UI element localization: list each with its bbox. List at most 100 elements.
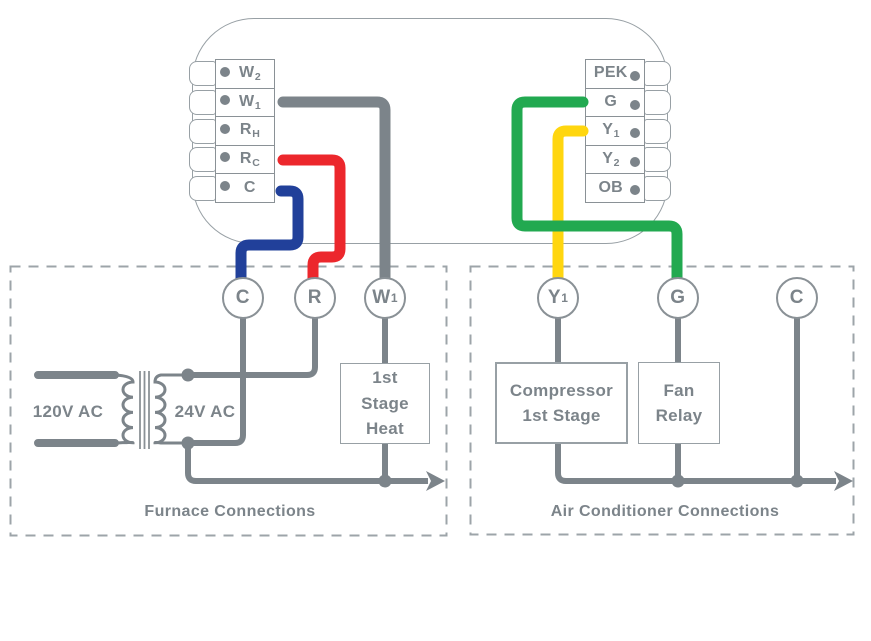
- first-stage-heat-box: 1st Stage Heat: [340, 363, 430, 444]
- junction-dot: [671, 474, 685, 488]
- terminal-screw: [630, 99, 640, 110]
- hookup-wire-r-red: [277, 154, 346, 289]
- hookup-wire-y1-yellow: [552, 125, 589, 289]
- terminal-screw: [220, 66, 230, 77]
- transformer-core: [139, 371, 150, 449]
- terminal-label: Y1: [602, 121, 620, 140]
- node-c-ac: C: [776, 277, 818, 319]
- terminal-screw: [630, 71, 640, 81]
- primary-voltage-label: 120V AC: [32, 402, 104, 421]
- node-g-ac: G: [657, 277, 699, 319]
- junction-dot: [181, 368, 195, 382]
- terminal-screw: [220, 95, 230, 106]
- label-text: Y: [602, 150, 614, 168]
- hookup-wire-w1-gray: [277, 96, 391, 289]
- label-text: R: [239, 121, 252, 139]
- wire-c-to-24v-common: [188, 318, 246, 446]
- ac-section-title: Air Conditioner Connections: [550, 503, 780, 520]
- box-line: Stage: [361, 393, 409, 413]
- label-text: W: [238, 64, 255, 82]
- label-text: R: [239, 150, 252, 168]
- wire-24v-hot-to-r: [188, 318, 318, 378]
- terminal-row-c: C: [216, 173, 274, 202]
- terminal-row-w2: W2: [216, 60, 274, 88]
- arrowhead-right: [834, 471, 853, 491]
- terminal-row-g: G: [586, 87, 644, 117]
- terminal-label: Y2: [602, 150, 620, 169]
- hookup-wire-g-green: [511, 96, 683, 289]
- box-line: Fan: [663, 380, 695, 400]
- terminal-row-pek: PEK: [586, 60, 644, 88]
- node-label-subscript: 1: [390, 291, 398, 305]
- terminal-row-w1: W1: [216, 87, 274, 117]
- node-label: W: [372, 287, 391, 308]
- terminal-label: G: [604, 93, 617, 112]
- transformer-primary-leads: [34, 371, 119, 447]
- terminal-tab: [644, 147, 671, 173]
- transformer-primary-coil: [114, 373, 135, 445]
- label-subscript: 2: [254, 71, 262, 84]
- label-text: Y: [602, 121, 614, 139]
- terminal-label: RH: [240, 121, 260, 140]
- label-subscript: 1: [254, 99, 262, 112]
- terminal-screw: [220, 152, 230, 163]
- box-line: 1st Stage: [522, 406, 601, 425]
- terminal-tab: [189, 147, 216, 173]
- box-line: Compressor: [509, 380, 614, 400]
- terminal-row-ob: OB: [586, 173, 644, 202]
- compressor-first-stage-box: Compressor 1st Stage: [495, 362, 628, 444]
- label-subscript: 1: [613, 128, 620, 141]
- terminal-label: C: [244, 179, 256, 198]
- terminal-label: RC: [240, 150, 260, 169]
- wire-ac-common-run: [555, 444, 836, 484]
- label-subscript: H: [252, 128, 261, 141]
- wire-furnace-common-run: [185, 443, 428, 484]
- terminal-screw: [630, 156, 640, 167]
- terminal-label: PEK: [594, 64, 628, 83]
- node-label: G: [670, 287, 686, 308]
- arrowhead-right: [426, 471, 445, 491]
- terminal-screw: [630, 128, 640, 139]
- terminal-row-rc: RC: [216, 144, 274, 174]
- terminal-row-y2: Y2: [586, 144, 644, 174]
- terminal-tab: [189, 60, 216, 86]
- furnace-section-title: Furnace Connections: [144, 503, 316, 520]
- furnace-section-border: [9, 265, 448, 537]
- terminal-label: W1: [239, 93, 261, 112]
- label-subscript: C: [252, 157, 261, 170]
- node-r-furnace: R: [294, 277, 336, 319]
- junction-dot: [378, 474, 392, 488]
- fan-relay-box: Fan Relay: [638, 362, 720, 444]
- left-terminal-block: W2 W1 RH RC C: [215, 59, 275, 203]
- label-text: OB: [598, 178, 624, 196]
- terminal-screw: [220, 123, 230, 134]
- terminal-label: W2: [239, 64, 261, 83]
- node-label: Y: [547, 287, 561, 308]
- label-text: W: [238, 92, 255, 110]
- hookup-wire-c-blue: [235, 185, 304, 289]
- box-line: Relay: [655, 406, 703, 425]
- node-label: C: [789, 287, 804, 308]
- terminal-row-y1: Y1: [586, 116, 644, 145]
- terminal-row-rh: RH: [216, 116, 274, 145]
- box-line: 1st: [372, 368, 398, 388]
- terminal-tab: [644, 89, 671, 115]
- terminal-label: OB: [598, 179, 623, 198]
- label-text: PEK: [593, 64, 628, 82]
- transformer-secondary-coil: [153, 373, 188, 445]
- node-label: R: [307, 287, 322, 308]
- box-line: Heat: [365, 419, 405, 439]
- node-label-subscript: 1: [561, 291, 569, 305]
- node-c-furnace: C: [222, 277, 264, 319]
- terminal-tab: [189, 89, 216, 115]
- label-subscript: 2: [613, 157, 620, 170]
- junction-dot: [181, 436, 195, 450]
- label-text: C: [243, 178, 256, 196]
- label-text: G: [604, 92, 618, 110]
- terminal-screw: [220, 180, 230, 191]
- terminal-screw: [630, 185, 640, 196]
